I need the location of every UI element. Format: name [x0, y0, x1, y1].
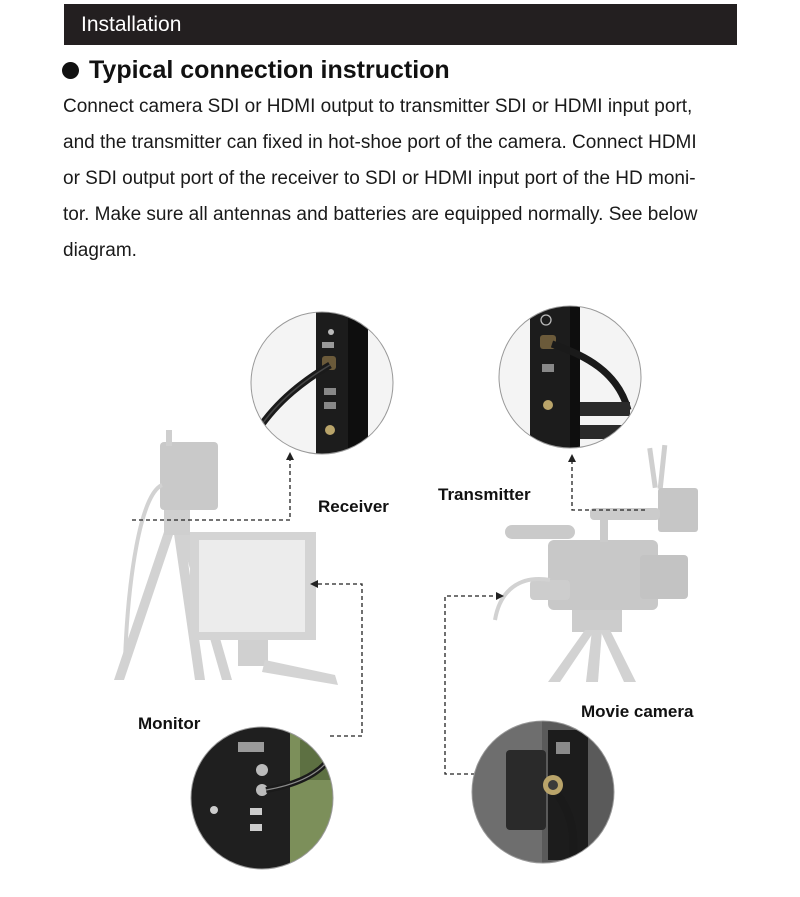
paragraph-line-5: diagram.	[63, 240, 137, 261]
paragraph-line-3: or SDI output port of the receiver to SD…	[63, 168, 696, 189]
connector-receiver	[132, 458, 291, 521]
paragraph-line-2: and the transmitter can fixed in hot-sho…	[63, 132, 697, 153]
camera-tripod-leg-2	[586, 630, 602, 682]
bullet-icon	[62, 62, 79, 79]
camera-microphone	[505, 525, 575, 539]
arrow-transmitter	[568, 454, 576, 462]
header-bar: Installation	[64, 4, 737, 45]
label-monitor: Monitor	[138, 714, 201, 733]
label-movie-camera: Movie camera	[581, 702, 694, 721]
arrow-monitor	[310, 580, 318, 588]
transmitter-closeup	[498, 305, 642, 449]
connector-monitor	[316, 583, 363, 737]
monitor-mount	[238, 640, 268, 666]
receiver-antenna	[166, 430, 172, 446]
connection-diagram: Receiver Transmitter Monitor Movie camer…	[0, 280, 800, 892]
transmitter-antenna-1	[647, 447, 658, 489]
monitor-handle	[262, 660, 338, 685]
tripod-leg-left	[114, 520, 178, 680]
heading-text: Typical connection instruction	[89, 56, 450, 84]
monitor-rig-silhouette	[114, 430, 338, 685]
paragraph-line-4: tor. Make sure all antennas and batterie…	[63, 204, 698, 225]
receiver-cable	[123, 483, 164, 661]
connector-camera	[444, 595, 500, 775]
receiver-closeup	[250, 311, 394, 455]
paragraph-line-1: Connect camera SDI or HDMI output to tra…	[63, 96, 693, 117]
transmitter-silhouette	[658, 488, 698, 532]
label-transmitter: Transmitter	[438, 485, 531, 504]
camera-tripod-head	[572, 610, 622, 632]
connector-lines	[132, 458, 645, 775]
camera-handle-post	[600, 516, 608, 542]
section-heading: Typical connection instruction	[62, 56, 450, 85]
header-title: Installation	[81, 12, 182, 36]
arrow-camera	[496, 592, 504, 600]
instruction-paragraph: Connect camera SDI or HDMI output to tra…	[63, 89, 743, 269]
camera-body	[548, 540, 658, 610]
camera-closeup	[471, 720, 615, 864]
camera-tripod-leg-1	[548, 630, 595, 682]
monitor-screen	[199, 540, 305, 632]
diagram-illustration	[114, 305, 698, 870]
transmitter-antenna-2	[657, 444, 668, 490]
movie-camera-silhouette	[493, 444, 698, 682]
camera-cable	[493, 577, 551, 621]
arrow-receiver	[286, 452, 294, 460]
camera-lens	[640, 555, 688, 599]
label-receiver: Receiver	[318, 497, 389, 516]
camera-tripod-leg-3	[600, 630, 636, 682]
camera-viewfinder	[530, 580, 570, 600]
connector-transmitter	[571, 460, 645, 511]
monitor-closeup	[190, 726, 334, 870]
receiver-silhouette	[160, 442, 218, 510]
